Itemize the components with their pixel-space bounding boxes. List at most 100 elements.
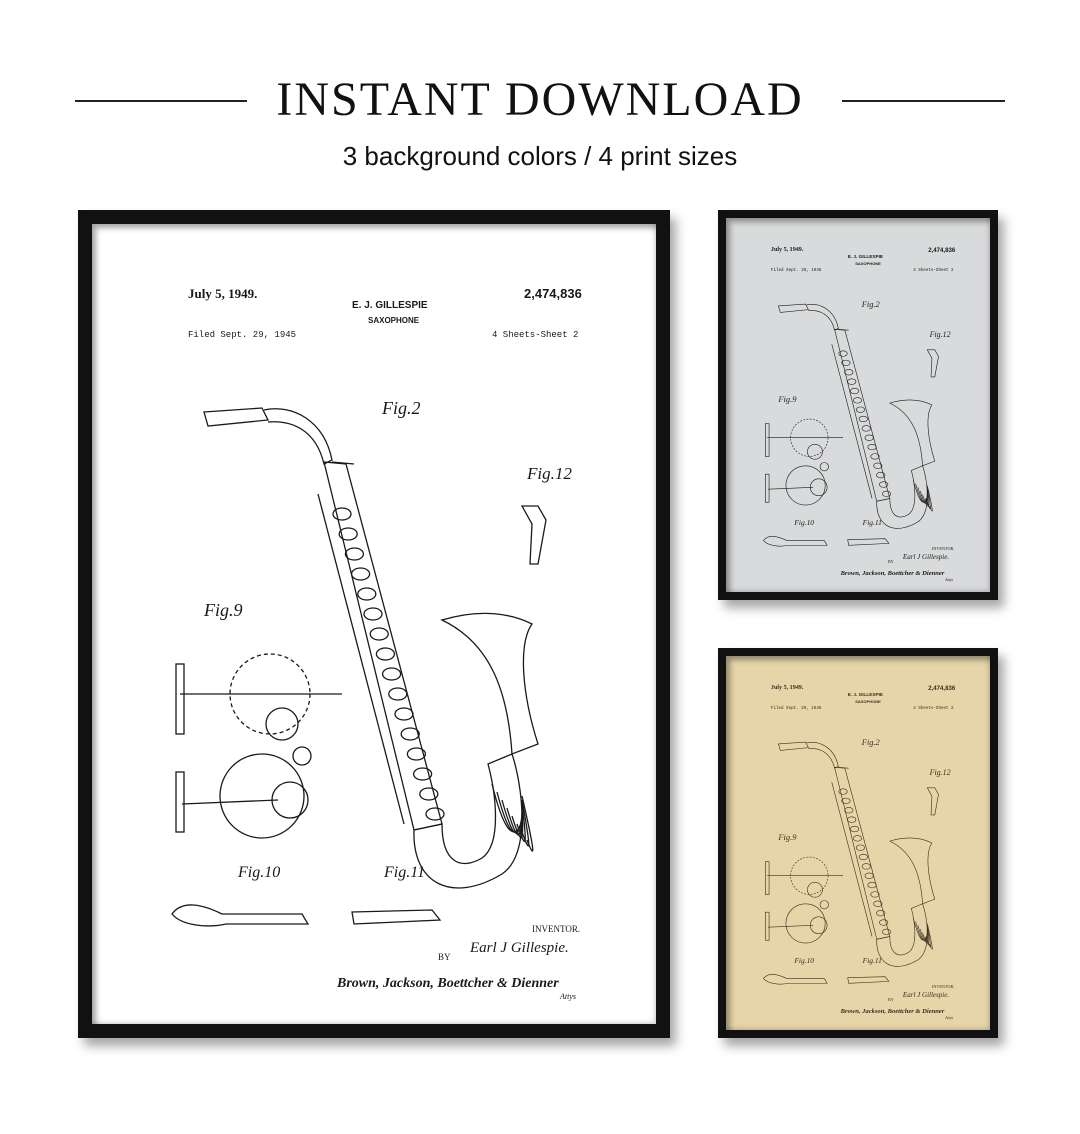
key-4 xyxy=(850,387,860,395)
fig9-small-c xyxy=(819,900,829,910)
key-11 xyxy=(400,727,420,741)
patent-filed-date: Filed Sept. 29, 1945 xyxy=(770,705,822,711)
key-5 xyxy=(853,397,863,404)
key-9 xyxy=(864,872,874,879)
patent-date: July 5, 1949. xyxy=(770,685,804,692)
key-2 xyxy=(844,369,854,376)
key-2 xyxy=(344,547,365,561)
attorneys-signature: Brown, Jackson, Boettcher & Dienner xyxy=(337,976,559,991)
neck xyxy=(806,742,839,769)
inventor-label: INVENTOR. xyxy=(931,983,955,989)
patent-sheets: 4 Sheets-Sheet 2 xyxy=(492,330,579,340)
fig9-small-c xyxy=(292,746,312,766)
patent-inventor-name: E. J. GILLESPIE xyxy=(352,300,428,311)
fig-10-label: Fig.10 xyxy=(794,955,815,965)
fig10-part xyxy=(763,536,828,547)
fig9-circle-bottom xyxy=(785,903,826,944)
patent-sheets: 4 Sheets-Sheet 2 xyxy=(913,705,954,711)
patent-number: 2,474,836 xyxy=(928,247,956,255)
header-rule-right xyxy=(842,100,1005,102)
fig11-part xyxy=(847,538,890,546)
fig10-part xyxy=(763,974,828,985)
by-label: BY xyxy=(887,558,894,564)
attorneys-signature: Brown, Jackson, Boettcher & Dienner xyxy=(840,570,945,577)
key-11 xyxy=(870,453,880,460)
key-7 xyxy=(858,415,868,423)
fig9-axis-bottom xyxy=(768,486,814,490)
body-collar xyxy=(838,328,849,331)
fig-12-label: Fig.12 xyxy=(929,768,951,778)
bell xyxy=(888,837,936,905)
key-12 xyxy=(873,462,883,469)
key-15 xyxy=(882,928,892,935)
bell xyxy=(440,612,539,755)
fig9-post-bottom xyxy=(765,473,770,503)
key-4 xyxy=(850,825,860,833)
fig9-pad-top xyxy=(807,443,823,460)
fig9-post-top xyxy=(765,423,770,457)
fig9-pad-top xyxy=(265,707,299,741)
by-label: BY xyxy=(438,952,451,962)
key-5 xyxy=(853,835,863,842)
patent-number: 2,474,836 xyxy=(524,286,582,301)
key-13 xyxy=(412,767,433,781)
saxophone-drawing xyxy=(763,303,939,547)
fig9-axis-bottom xyxy=(768,924,814,928)
key-3 xyxy=(847,378,857,385)
fig-9-label: Fig.9 xyxy=(204,600,243,620)
key-10 xyxy=(394,707,414,721)
key-15 xyxy=(882,490,892,497)
key-7 xyxy=(375,647,396,661)
key-3 xyxy=(847,816,857,823)
fig-11-label: Fig.11 xyxy=(862,517,882,527)
body-tube xyxy=(834,328,891,502)
bell-line-7 xyxy=(926,485,933,512)
fig10-part xyxy=(171,904,310,927)
saxophone-drawing xyxy=(171,407,547,927)
key-11 xyxy=(870,891,880,898)
key-8 xyxy=(861,425,871,432)
bell xyxy=(888,399,936,467)
inventor-label: INVENTOR. xyxy=(532,924,581,934)
mouthpiece xyxy=(778,741,809,751)
patent-filed-date: Filed Sept. 29, 1945 xyxy=(770,267,822,273)
body-tube xyxy=(323,461,443,831)
fig9-post-top xyxy=(175,663,185,735)
patent-inventor-name: E. J. GILLESPIE xyxy=(847,253,883,259)
fig9-pad-top xyxy=(807,881,823,898)
bell-line-7 xyxy=(521,795,534,852)
key-6 xyxy=(855,844,865,851)
key-8 xyxy=(861,863,871,870)
attorneys-mark: Attys xyxy=(945,1015,954,1021)
patent-filed-date: Filed Sept. 29, 1945 xyxy=(188,330,297,340)
fig9-post-bottom xyxy=(765,911,770,941)
fig9-axis-bottom xyxy=(181,799,279,805)
fig-10-label: Fig.10 xyxy=(238,864,281,881)
key-0 xyxy=(838,788,848,795)
key-12 xyxy=(406,747,427,761)
fig-11-label: Fig.11 xyxy=(862,955,882,965)
neck xyxy=(263,408,333,465)
bell-line-7 xyxy=(926,923,933,950)
key-14 xyxy=(419,787,439,801)
key-rod xyxy=(831,782,873,937)
key-10 xyxy=(867,443,877,451)
patent-title: SAXOPHONE xyxy=(855,261,881,267)
fig-main-label: Fig.2 xyxy=(382,398,421,418)
patent-sheets: 4 Sheets-Sheet 2 xyxy=(913,267,954,273)
fig9-post-bottom xyxy=(175,771,185,833)
key-rod xyxy=(831,344,873,499)
key-13 xyxy=(876,910,886,917)
mouthpiece xyxy=(203,407,270,427)
attorneys-signature: Brown, Jackson, Boettcher & Dienner xyxy=(840,1008,945,1015)
inventor-signature: Earl J Gillespie. xyxy=(902,991,950,1000)
patent-title: SAXOPHONE xyxy=(368,316,420,325)
key-9 xyxy=(864,434,874,441)
patent-date: July 5, 1949. xyxy=(770,247,804,254)
headline: INSTANT DOWNLOAD xyxy=(276,73,804,126)
key-15 xyxy=(425,807,445,821)
by-label: BY xyxy=(887,996,894,1002)
